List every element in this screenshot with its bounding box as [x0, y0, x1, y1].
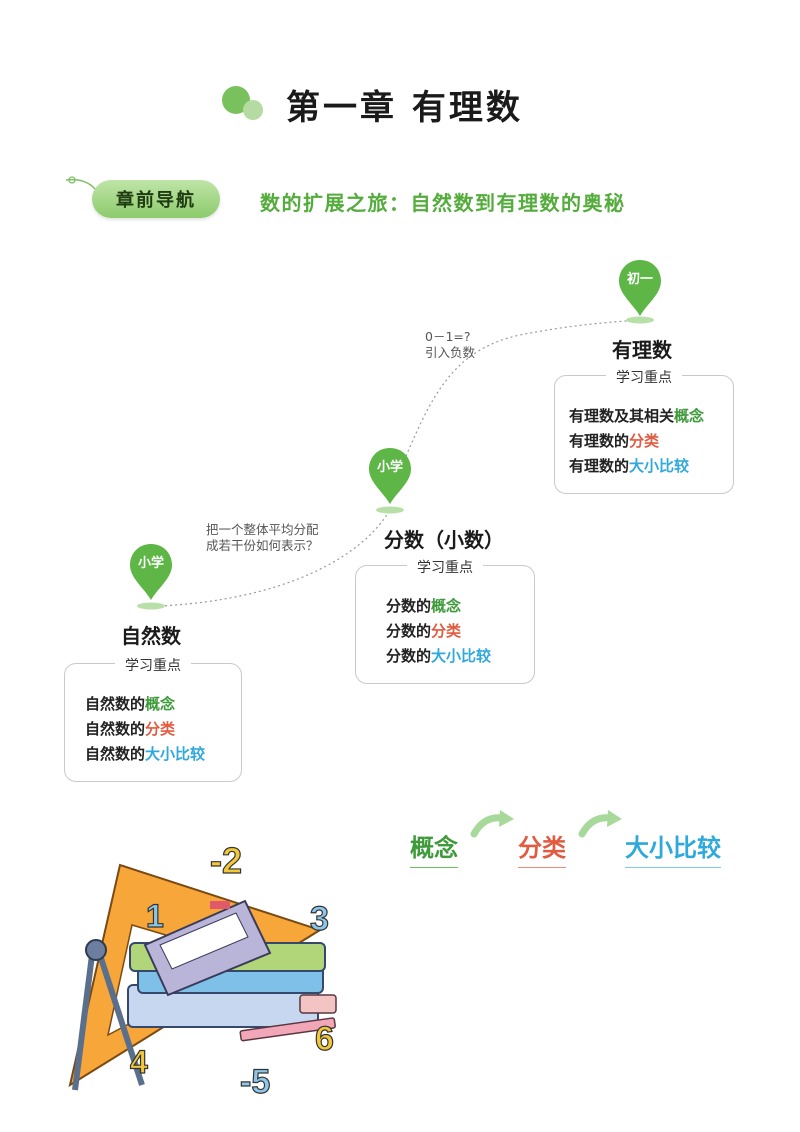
stage-heading-rational: 有理数	[612, 338, 672, 362]
focus-box-rational: 学习重点 有理数及其相关概念 有理数的分类 有理数的大小比较	[554, 367, 734, 494]
flow-classification: 分类	[518, 828, 566, 868]
focus-label: 学习重点	[407, 557, 483, 577]
question-line: 成若干份如何表示？	[206, 538, 319, 553]
focus-item: 有理数及其相关概念	[569, 407, 705, 425]
focus-item: 分数的大小比较	[386, 647, 492, 665]
question-line: 把一个整体平均分配	[206, 522, 319, 537]
pin-label: 小学	[137, 556, 164, 571]
focus-items: 有理数及其相关概念 有理数的分类 有理数的大小比较	[569, 404, 704, 479]
title-decor-dot-small	[243, 100, 263, 120]
focus-label: 学习重点	[606, 367, 682, 387]
focus-items: 分数的概念 分数的分类 分数的大小比较	[386, 594, 491, 669]
question-line: 引入负数	[425, 345, 476, 360]
focus-item: 分数的概念	[386, 597, 462, 615]
focus-item: 有理数的大小比较	[569, 457, 690, 475]
question-line: 0－1=?	[425, 329, 471, 344]
math-tools-illustration: -2 1 3 6 4 -5	[68, 839, 337, 1102]
illustration-number: 1	[146, 898, 164, 934]
focus-label: 学习重点	[115, 655, 191, 675]
stage-heading-fraction: 分数（小数）	[384, 528, 504, 552]
focus-item: 有理数的分类	[569, 432, 660, 450]
stage-pin-rational: 初一	[617, 258, 663, 318]
nav-pill: 章前导航	[92, 180, 220, 218]
question-negative: 0－1=? 引入负数	[425, 329, 475, 361]
focus-box-fraction: 学习重点 分数的概念 分数的分类 分数的大小比较	[355, 557, 535, 684]
focus-item: 自然数的分类	[85, 720, 176, 738]
stage-heading-natural: 自然数	[121, 624, 181, 648]
pin-label: 小学	[376, 460, 403, 475]
stage-pin-natural: 小学	[128, 542, 174, 602]
illustration-number: 4	[130, 1044, 148, 1080]
flow-concept: 概念	[410, 828, 458, 868]
illustration-number: 6	[315, 1020, 334, 1058]
focus-item: 自然数的概念	[85, 695, 176, 713]
focus-items: 自然数的概念 自然数的分类 自然数的大小比较	[85, 692, 205, 767]
stage-pin-fraction: 小学	[367, 446, 413, 506]
focus-item: 分数的分类	[386, 622, 462, 640]
map-pin-icon	[369, 448, 411, 504]
nav-subtitle: 数的扩展之旅：自然数到有理数的奥秘	[260, 191, 626, 215]
focus-box-natural: 学习重点 自然数的概念 自然数的分类 自然数的大小比较	[64, 655, 242, 782]
pin-label: 初一	[626, 272, 653, 287]
curved-arrow-icon	[578, 810, 622, 838]
map-pin-icon	[619, 260, 661, 316]
focus-item: 自然数的大小比较	[85, 745, 206, 763]
chapter-title: 第一章 有理数	[286, 88, 523, 128]
flow-comparison: 大小比较	[625, 828, 721, 868]
question-fraction: 把一个整体平均分配 成若干份如何表示？	[206, 522, 319, 554]
map-pin-icon	[130, 544, 172, 600]
illustration-number: 3	[310, 900, 329, 938]
curved-arrow-icon	[470, 810, 514, 838]
illustration-number: -5	[240, 1063, 270, 1101]
illustration-number: -2	[210, 840, 242, 881]
